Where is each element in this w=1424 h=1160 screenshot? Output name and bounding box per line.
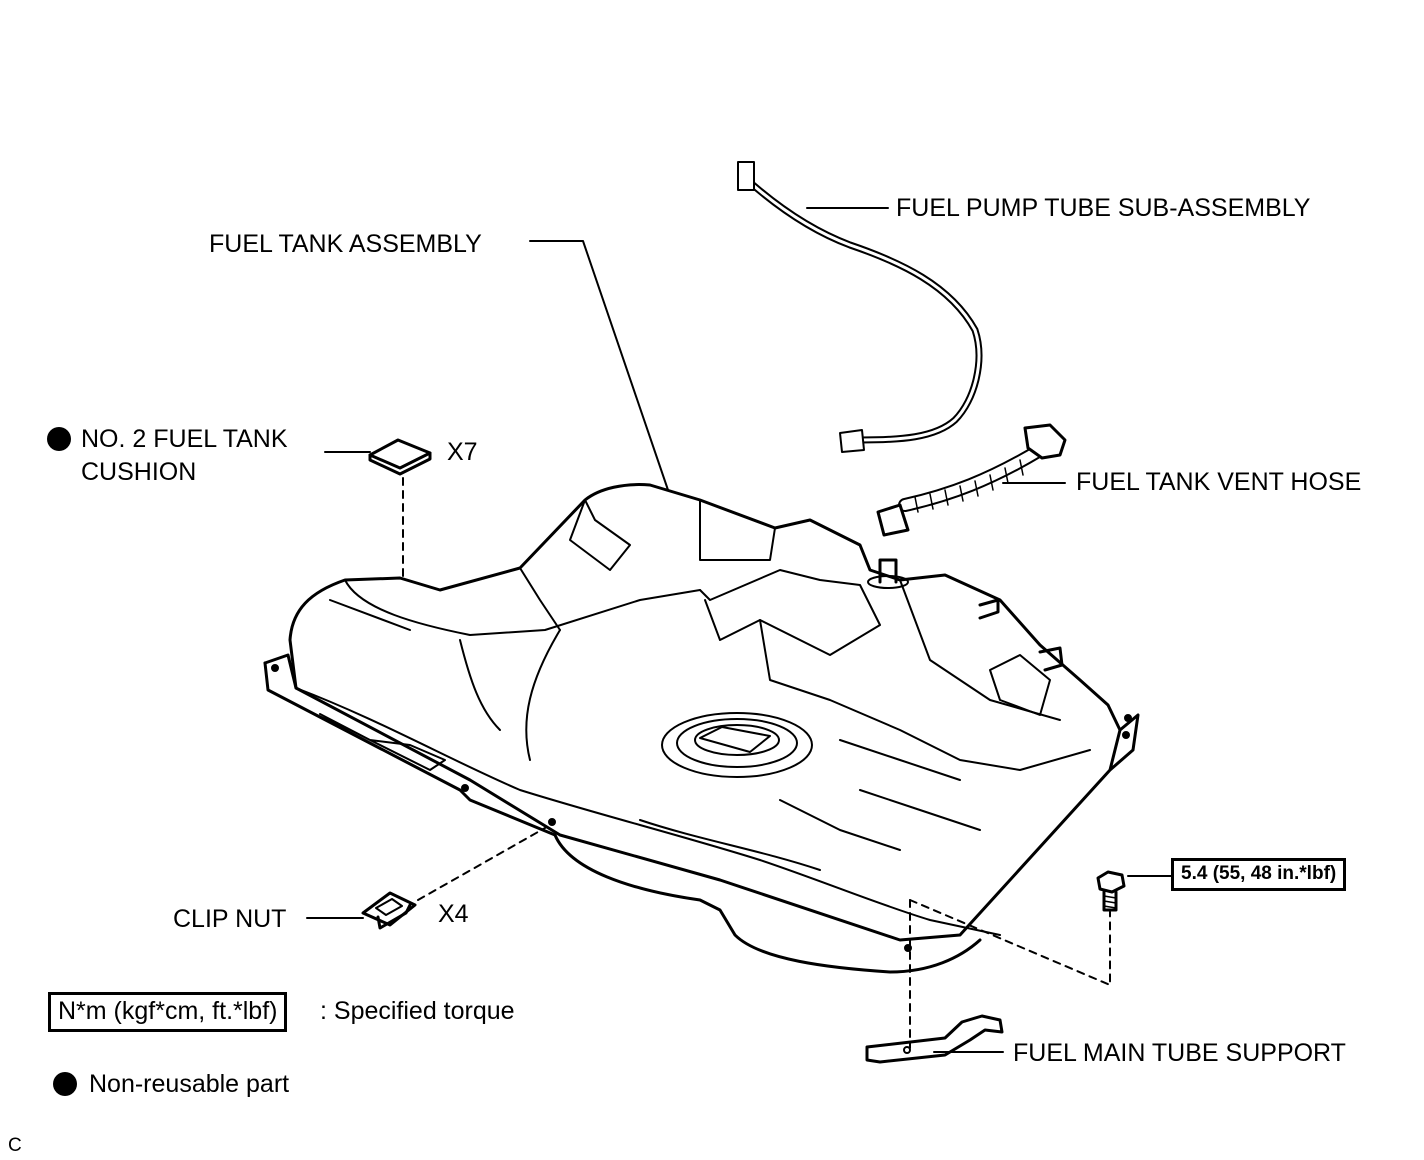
corner-mark: C <box>8 1135 22 1156</box>
dashed-guides <box>402 477 1111 1049</box>
fuel-main-tube-support <box>865 1014 1004 1064</box>
black-dot-icon <box>53 1072 77 1096</box>
fuel-pump-tube <box>737 161 983 453</box>
label-fuel-tank-assembly: FUEL TANK ASSEMBLY <box>209 230 482 258</box>
label-clip-nut: CLIP NUT <box>173 905 287 933</box>
legend-torque-box: N*m (kgf*cm, ft.*lbf) <box>48 992 288 1032</box>
legend-nonreusable: Non-reusable part <box>89 1070 290 1098</box>
leader-lines <box>306 207 1173 1053</box>
fuel-tank-vent-hose <box>876 423 1067 537</box>
label-cushion-qty: X7 <box>447 438 478 466</box>
torque-spec-box: 5.4 (55, 48 in.*lbf) <box>1171 858 1347 891</box>
label-main-tube-support: FUEL MAIN TUBE SUPPORT <box>1013 1039 1346 1067</box>
label-cushion-line1: NO. 2 FUEL TANK <box>81 425 288 453</box>
fuel-tank <box>263 483 1140 974</box>
clip-nut <box>361 891 417 930</box>
label-fuel-pump-tube: FUEL PUMP TUBE SUB-ASSEMBLY <box>896 194 1311 222</box>
label-vent-hose: FUEL TANK VENT HOSE <box>1076 468 1362 496</box>
bolt <box>1096 870 1126 912</box>
legend-torque-desc: : Specified torque <box>320 997 515 1025</box>
label-cushion-line2: CUSHION <box>81 458 197 486</box>
fuel-tank-cushion <box>368 438 432 476</box>
black-dot-icon <box>47 427 71 451</box>
label-clip-qty: X4 <box>438 900 469 928</box>
